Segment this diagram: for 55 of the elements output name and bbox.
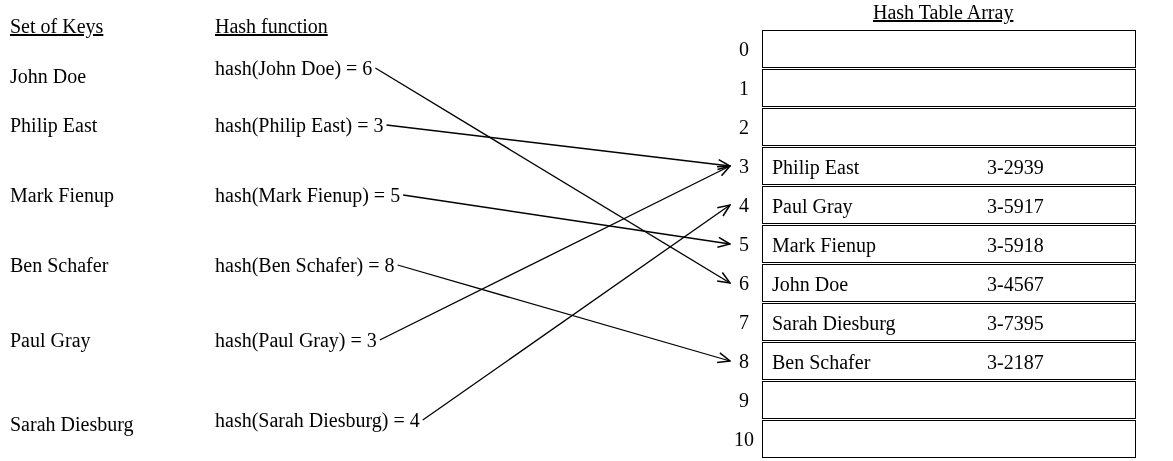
column-heading: Set of Keys xyxy=(10,14,104,38)
index-number: 1 xyxy=(738,76,750,100)
arrow xyxy=(374,67,731,284)
table-row xyxy=(762,108,1136,146)
phone-number: 3-7395 xyxy=(987,311,1044,335)
index-number: 2 xyxy=(738,115,750,139)
key-name: Mark Fienup xyxy=(10,183,114,207)
key-name: John Doe xyxy=(772,272,849,296)
hash-function-text: hash(Philip East) = 3 xyxy=(215,113,384,137)
column-heading: Hash Table Array xyxy=(873,0,1014,24)
phone-number: 3-4567 xyxy=(987,272,1044,296)
table-row xyxy=(762,186,1136,224)
phone-number: 3-2939 xyxy=(987,155,1044,179)
key-name: Paul Gray xyxy=(772,194,853,218)
hash-function-text: hash(Mark Fienup) = 5 xyxy=(215,183,401,207)
arrow xyxy=(422,204,731,421)
table-row xyxy=(762,264,1136,302)
index-number: 10 xyxy=(733,427,755,451)
column-heading: Hash function xyxy=(215,14,328,38)
table-row xyxy=(762,303,1136,341)
index-number: 5 xyxy=(733,232,755,256)
table-row xyxy=(762,69,1136,107)
key-name: Philip East xyxy=(772,155,860,179)
table-row xyxy=(762,225,1136,263)
arrow xyxy=(385,124,731,171)
hash-function-text: hash(Ben Schafer) = 8 xyxy=(215,253,395,277)
hash-function-text: hash(Paul Gray) = 3 xyxy=(215,328,377,352)
table-row xyxy=(762,420,1136,458)
key-name: Ben Schafer xyxy=(10,253,109,277)
index-number: 4 xyxy=(733,193,755,217)
key-name: Mark Fienup xyxy=(772,233,876,257)
phone-number: 3-2187 xyxy=(987,350,1044,374)
arrow xyxy=(396,264,731,364)
index-number: 9 xyxy=(738,388,750,412)
hash-function-text: hash(Sarah Diesburg) = 4 xyxy=(215,408,420,432)
index-number: 3 xyxy=(733,154,755,178)
key-name: Sarah Diesburg xyxy=(10,412,134,436)
index-number: 6 xyxy=(733,271,755,295)
key-name: Ben Schafer xyxy=(772,350,871,374)
index-number: 7 xyxy=(738,310,750,334)
arrow xyxy=(402,194,731,248)
table-row xyxy=(762,147,1136,185)
key-name: Sarah Diesburg xyxy=(772,311,896,335)
key-name: John Doe xyxy=(10,64,87,88)
key-name: Philip East xyxy=(10,113,98,137)
table-row xyxy=(762,342,1136,380)
index-number: 0 xyxy=(738,37,750,61)
key-name: Paul Gray xyxy=(10,328,91,352)
phone-number: 3-5917 xyxy=(987,194,1044,218)
arrow xyxy=(379,165,731,341)
index-number: 8 xyxy=(733,349,755,373)
phone-number: 3-5918 xyxy=(987,233,1044,257)
table-row xyxy=(762,381,1136,419)
table-row xyxy=(762,30,1136,68)
hash-function-text: hash(John Doe) = 6 xyxy=(215,56,373,80)
